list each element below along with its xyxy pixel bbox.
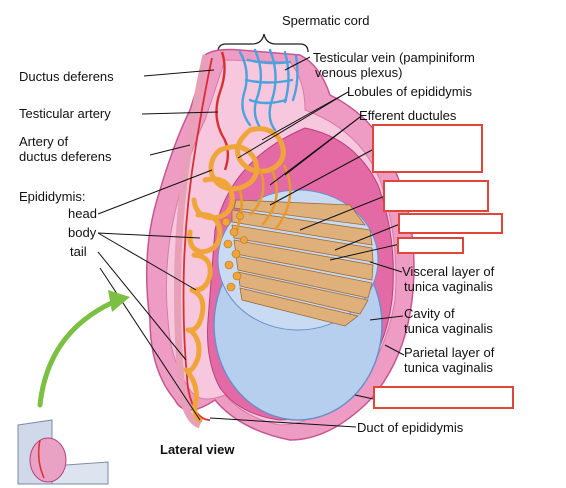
orientation-arrowhead — [108, 290, 130, 312]
label-ductus-deferens: Ductus deferens — [19, 69, 114, 84]
label-lateral-view: Lateral view — [160, 442, 235, 457]
label-cavity-2: tunica vaginalis — [404, 321, 493, 336]
orientation-arrow — [37, 297, 121, 408]
rete-testis — [221, 212, 248, 292]
label-parietal-1: Parietal layer of — [404, 345, 495, 360]
label-efferent-ductules: Efferent ductules — [359, 108, 457, 123]
label-duct-of-epididymis: Duct of epididymis — [357, 420, 464, 435]
label-testicular-vein-1: Testicular vein (pampiniform — [313, 50, 475, 65]
answer-box-2[interactable] — [383, 180, 489, 212]
label-testicular-artery: Testicular artery — [19, 106, 111, 121]
answer-box-4[interactable] — [397, 237, 464, 254]
answer-box-5[interactable] — [373, 386, 514, 409]
label-cavity-1: Cavity of — [404, 306, 455, 321]
label-body: body — [68, 225, 97, 240]
label-visceral-2: tunica vaginalis — [404, 279, 493, 294]
label-lobules-of-epididymis: Lobules of epididymis — [347, 84, 473, 99]
label-artery-of-ductus-2: ductus deferens — [19, 149, 112, 164]
answer-box-3[interactable] — [398, 213, 503, 234]
inset-figure — [17, 419, 109, 485]
answer-box-1[interactable] — [372, 124, 483, 173]
leader-lines — [97, 56, 405, 428]
pampiniform-plexus — [238, 48, 299, 132]
label-artery-of-ductus-1: Artery of — [19, 134, 69, 149]
label-parietal-2: tunica vaginalis — [404, 360, 493, 375]
epididymis — [183, 126, 286, 423]
label-head: head — [68, 206, 97, 221]
testicular-artery-vessel — [215, 51, 230, 171]
label-epididymis: Epididymis: — [19, 189, 86, 204]
spermatic-cord-bracket — [217, 33, 309, 53]
artery-of-ductus-vessel — [182, 57, 213, 421]
label-tail: tail — [70, 244, 87, 259]
label-spermatic-cord: Spermatic cord — [282, 13, 370, 28]
label-testicular-vein-2: venous plexus) — [315, 65, 403, 80]
label-visceral-1: Visceral layer of — [402, 264, 495, 279]
